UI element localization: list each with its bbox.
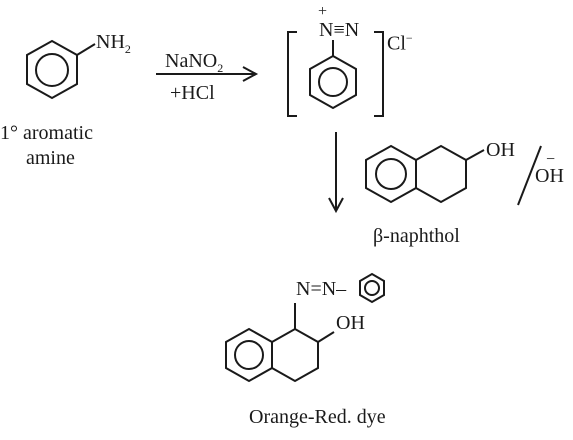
reactant-caption-line2: amine [26,147,75,169]
aniline-benzene-ring [26,39,96,100]
product-name: Orange-Red. dye [249,406,386,428]
amine-group-label: NH2 [96,31,131,56]
diazonium-group-label: N≡N [319,19,360,41]
reaction-arrow-coupling [328,132,344,214]
beta-naphthol-structure [365,144,485,204]
condition-charge: − [546,151,556,168]
azo-dye-structure [225,303,335,383]
condition-hydroxide-label: OH [535,165,564,187]
reagent-hcl: +HCl [170,82,215,104]
condition-slash [517,145,542,206]
diazonium-benzene-ring [309,40,357,110]
bracket-left [287,31,297,117]
reactant-caption-line1: 1° aromatic [0,122,93,144]
azo-group-label: N=N– [296,278,347,300]
product-hydroxyl-label: OH [336,312,365,334]
reaction-arrow-diazotization [156,66,259,82]
bracket-right [374,31,384,117]
diazonium-charge: + [318,3,328,20]
azo-phenyl-ring [359,272,385,304]
naphthol-hydroxyl-label: OH [486,139,515,161]
counter-ion-label: Cl− [387,31,413,55]
reagent-sodium-nitrite: NaNO2 [165,50,224,75]
naphthol-name: β-naphthol [373,225,460,247]
